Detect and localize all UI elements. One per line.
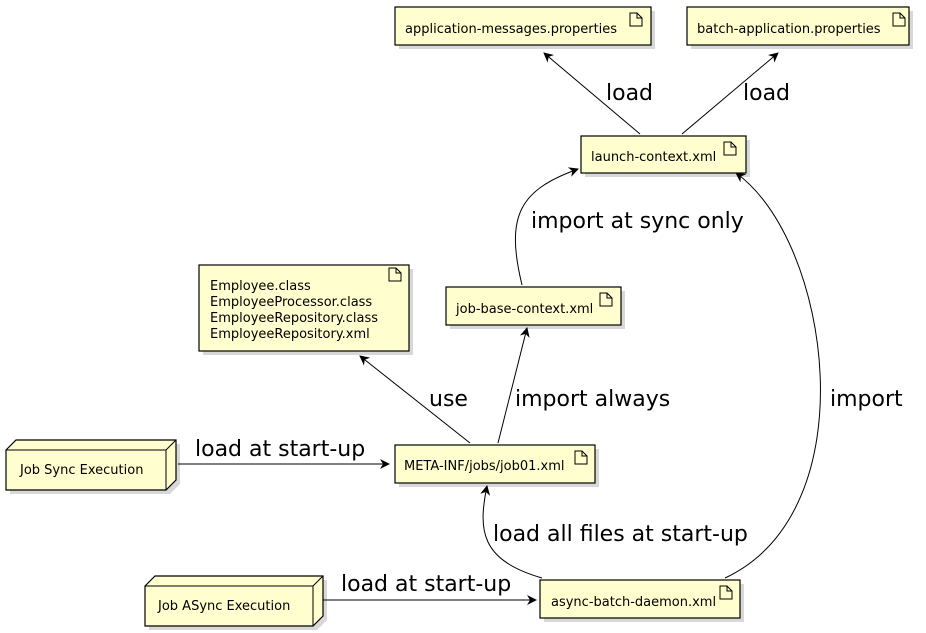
artifact-icon [629,12,643,27]
artifact-label: application-messages.properties [405,22,617,37]
edge-label-import: import [830,387,903,412]
artifact-label: META-INF/jobs/job01.xml [404,459,565,474]
edge-load-all [480,485,543,579]
edge-label-import-always: import always [515,387,670,412]
artifact-icon [388,267,402,282]
edge-import-sync-only [514,167,579,286]
artifact-label: job-base-context.xml [455,302,593,317]
node-job-sync-execution: Job Sync Execution [5,439,180,494]
artifact-async-batch-daemon: async-batch-daemon.xml [539,579,744,622]
edge-label-load-all: load all files at start-up [493,522,748,547]
node-job-async-execution: Job ASync Execution [144,575,327,630]
edge-label-async-load: load at start-up [341,572,511,597]
edge-import-always [497,327,530,444]
edge-label-load-batch: load [743,81,790,106]
artifact-batch-application: batch-application.properties [686,6,913,49]
artifact-icon [574,450,588,465]
artifact-label: batch-application.properties [697,22,881,37]
edge-label-import-sync-only: import at sync only [531,209,744,234]
edge-import [724,172,821,579]
edge-load-batch [681,52,779,135]
node-label: Job Sync Execution [19,463,143,478]
edge-load-messages [543,52,641,135]
edge-label-use: use [429,387,468,412]
artifact-employee-classes: Employee.class EmployeeProcessor.class E… [198,264,413,355]
artifact-icon [723,141,737,156]
artifact-icon [892,12,906,27]
edge-label-sync-load: load at start-up [195,437,365,462]
edge-use [359,355,471,444]
artifact-label: launch-context.xml [591,150,716,165]
node-label: Job ASync Execution [157,599,290,614]
artifact-label-line: EmployeeRepository.class [210,311,378,326]
artifact-icon [599,292,613,307]
artifact-launch-context: launch-context.xml [580,135,750,177]
artifact-label-line: EmployeeProcessor.class [210,295,372,310]
artifact-label-line: Employee.class [210,279,311,294]
artifact-icon [719,585,733,600]
artifact-label: async-batch-daemon.xml [551,595,716,610]
artifact-application-messages: application-messages.properties [394,6,655,49]
artifact-job-base-context: job-base-context.xml [445,286,625,329]
artifact-job01: META-INF/jobs/job01.xml [394,444,599,487]
edge-label-load-messages: load [606,81,653,106]
artifact-label-line: EmployeeRepository.xml [210,327,370,342]
